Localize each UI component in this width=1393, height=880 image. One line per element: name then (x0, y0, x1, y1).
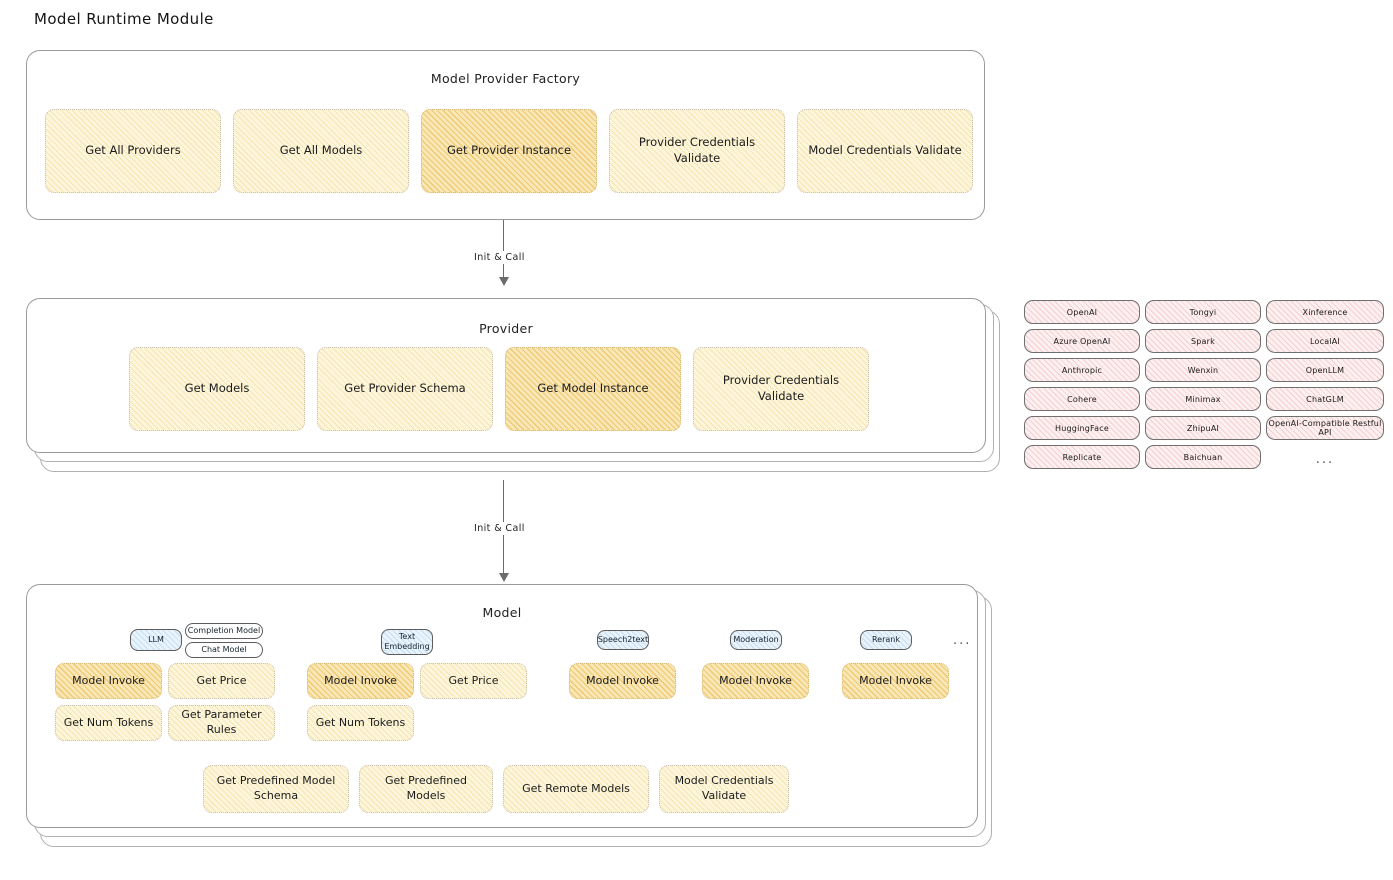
provider-pill-openai-compatible-restful-api[interactable]: OpenAI-Compatible Restful API (1266, 416, 1384, 440)
arrow-factory-to-provider-head (499, 277, 509, 286)
provider-pill-huggingface[interactable]: HuggingFace (1024, 416, 1140, 440)
node-get-provider-schema[interactable]: Get Provider Schema (317, 347, 493, 431)
node-text-embedding-get-price[interactable]: Get Price (420, 663, 527, 699)
provider-pill-azure-openai[interactable]: Azure OpenAI (1024, 329, 1140, 353)
provider-pill-xinference[interactable]: Xinference (1266, 300, 1384, 324)
node-model-credentials-validate[interactable]: Model Credentials Validate (797, 109, 973, 193)
arrow-factory-to-provider-label: Init & Call (470, 251, 529, 264)
node-get-model-instance[interactable]: Get Model Instance (505, 347, 681, 431)
provider-pill-tongyi[interactable]: Tongyi (1145, 300, 1261, 324)
provider-pill-baichuan[interactable]: Baichuan (1145, 445, 1261, 469)
page-title: Model Runtime Module (34, 10, 214, 28)
node-moderation-model-invoke[interactable]: Model Invoke (702, 663, 809, 699)
node-text-embedding-get-num-tokens[interactable]: Get Num Tokens (307, 705, 414, 741)
provider-box: Provider Get Models Get Provider Schema … (26, 298, 986, 453)
node-rerank-model-invoke[interactable]: Model Invoke (842, 663, 949, 699)
provider-title: Provider (479, 321, 533, 336)
provider-pill-chatglm[interactable]: ChatGLM (1266, 387, 1384, 411)
model-subtype-badge-chat-model[interactable]: Chat Model (185, 642, 263, 658)
node-model-credentials-validate-2[interactable]: Model Credentials Validate (659, 765, 789, 813)
node-get-remote-models[interactable]: Get Remote Models (503, 765, 649, 813)
arrow-provider-to-model-label: Init & Call (470, 522, 529, 535)
provider-pill-spark[interactable]: Spark (1145, 329, 1261, 353)
provider-pill-openai[interactable]: OpenAI (1024, 300, 1140, 324)
model-subtype-badge-completion-model[interactable]: Completion Model (185, 623, 263, 639)
node-get-models[interactable]: Get Models (129, 347, 305, 431)
model-provider-factory-title: Model Provider Factory (430, 71, 581, 86)
node-speech2text-model-invoke[interactable]: Model Invoke (569, 663, 676, 699)
node-get-all-models[interactable]: Get All Models (233, 109, 409, 193)
node-llm-get-price[interactable]: Get Price (168, 663, 275, 699)
model-title: Model (482, 605, 522, 620)
provider-pill-replicate[interactable]: Replicate (1024, 445, 1140, 469)
provider-pill-anthropic[interactable]: Anthropic (1024, 358, 1140, 382)
provider-pill-localai[interactable]: LocalAI (1266, 329, 1384, 353)
node-get-all-providers[interactable]: Get All Providers (45, 109, 221, 193)
node-provider-credentials-validate[interactable]: Provider Credentials Validate (609, 109, 785, 193)
node-get-predefined-model-schema[interactable]: Get Predefined Model Schema (203, 765, 349, 813)
model-box: Model LLM Completion Model Chat Model Mo… (26, 584, 978, 828)
node-llm-get-parameter-rules[interactable]: Get Parameter Rules (168, 705, 275, 741)
model-type-badge-moderation[interactable]: Moderation (730, 630, 782, 650)
node-get-predefined-models[interactable]: Get Predefined Models (359, 765, 493, 813)
node-provider-credentials-validate-2[interactable]: Provider Credentials Validate (693, 347, 869, 431)
arrow-provider-to-model-head (499, 573, 509, 582)
model-type-badge-rerank[interactable]: Rerank (860, 630, 912, 650)
provider-pill-wenxin[interactable]: Wenxin (1145, 358, 1261, 382)
model-types-more: ... (953, 633, 972, 648)
provider-list: OpenAI Azure OpenAI Anthropic Cohere Hug… (1024, 300, 1384, 475)
node-llm-model-invoke[interactable]: Model Invoke (55, 663, 162, 699)
provider-pill-openllm[interactable]: OpenLLM (1266, 358, 1384, 382)
provider-pill-minimax[interactable]: Minimax (1145, 387, 1261, 411)
node-get-provider-instance[interactable]: Get Provider Instance (421, 109, 597, 193)
model-provider-factory-box: Model Provider Factory Get All Providers… (26, 50, 985, 220)
model-type-badge-text-embedding[interactable]: Text Embedding (381, 629, 433, 655)
node-text-embedding-model-invoke[interactable]: Model Invoke (307, 663, 414, 699)
provider-pill-zhipuai[interactable]: ZhipuAI (1145, 416, 1261, 440)
provider-pill-cohere[interactable]: Cohere (1024, 387, 1140, 411)
node-llm-get-num-tokens[interactable]: Get Num Tokens (55, 705, 162, 741)
model-type-badge-llm[interactable]: LLM (130, 629, 182, 651)
model-type-badge-speech2text[interactable]: Speech2text (597, 630, 649, 650)
provider-list-more: ... (1315, 451, 1335, 467)
